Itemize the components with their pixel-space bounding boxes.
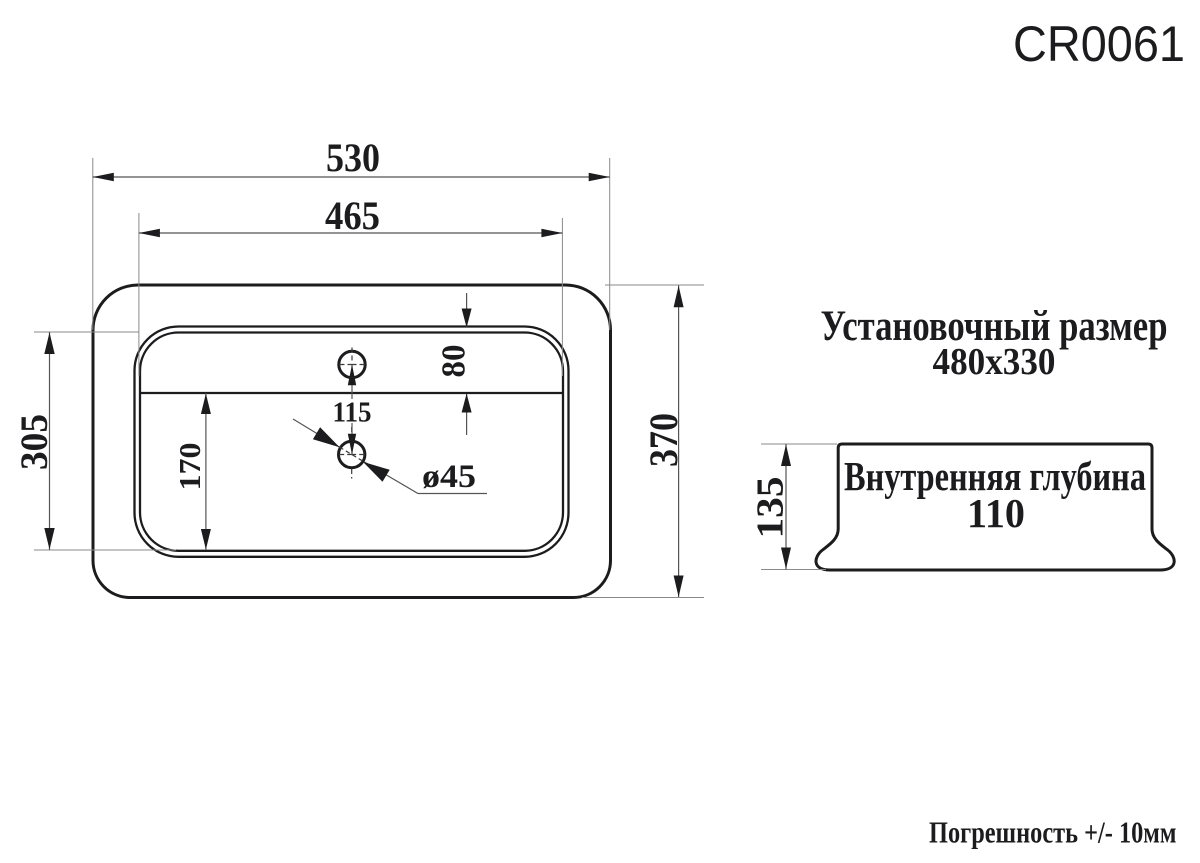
- svg-text:305: 305: [13, 414, 56, 470]
- svg-text:ø45: ø45: [422, 459, 476, 495]
- svg-text:480х330: 480х330: [933, 341, 1056, 383]
- svg-text:135: 135: [750, 477, 792, 539]
- svg-text:110: 110: [967, 490, 1025, 536]
- svg-text:Установочный размер: Установочный размер: [821, 303, 1168, 350]
- svg-text:465: 465: [325, 193, 380, 238]
- svg-text:170: 170: [172, 443, 207, 491]
- svg-text:530: 530: [326, 135, 380, 180]
- svg-text:Погрешность +/- 10мм: Погрешность +/- 10мм: [929, 815, 1177, 850]
- svg-text:CR0061: CR0061: [1013, 16, 1185, 72]
- svg-text:80: 80: [436, 345, 473, 378]
- svg-text:115: 115: [333, 398, 372, 429]
- svg-text:370: 370: [641, 413, 686, 467]
- svg-text:Внутренняя глубина: Внутренняя глубина: [844, 453, 1146, 499]
